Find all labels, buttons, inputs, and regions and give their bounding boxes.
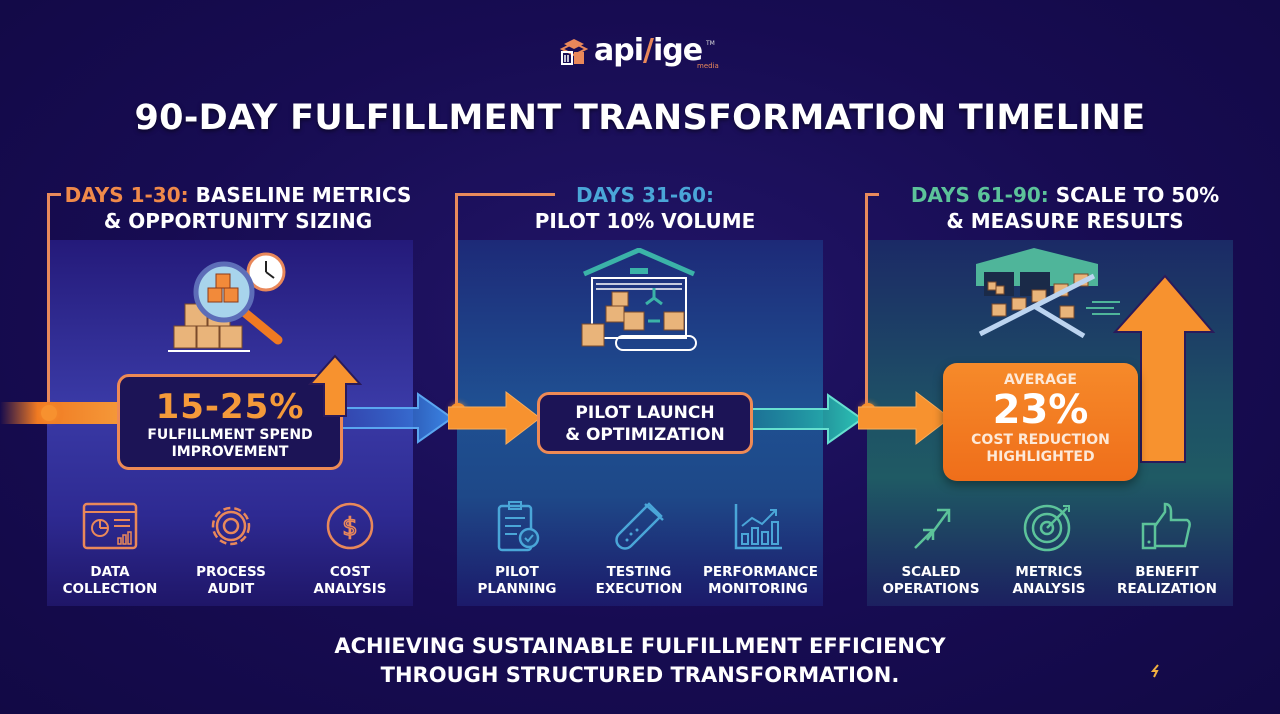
warehouse-scaled-conveyor-icon bbox=[976, 248, 1120, 339]
arrow-right-icon bbox=[448, 390, 541, 446]
callout-value: 15-25% bbox=[155, 387, 305, 427]
dollar-circle-icon: $ bbox=[326, 502, 374, 550]
gear-icon bbox=[211, 506, 251, 546]
target-icon bbox=[1023, 504, 1071, 552]
phase-2-callout: PILOT LAUNCH & OPTIMIZATION bbox=[537, 392, 753, 454]
sparkle-mark-icon bbox=[1151, 664, 1159, 678]
test-tube-icon bbox=[615, 502, 664, 550]
callout-value: 23% bbox=[992, 387, 1089, 433]
timeline-node-1 bbox=[41, 405, 57, 421]
timeline-bar-start bbox=[0, 402, 125, 424]
scale-arrows-icon bbox=[914, 508, 951, 549]
brand-logo: api/ige bbox=[558, 28, 728, 74]
phase-2-bracket bbox=[455, 193, 555, 411]
footer-tagline: ACHIEVING SUSTAINABLE FULFILLMENT EFFICI… bbox=[334, 634, 946, 687]
sub-item-testing-execution: TESTING EXECUTION bbox=[584, 500, 694, 598]
sub-item-performance-monitoring: PERFORMANCE MONITORING bbox=[703, 500, 818, 598]
phase-1-callout: 15-25% FULFILLMENT SPEND IMPROVEMENT bbox=[117, 374, 343, 470]
sub-item-scaled-operations: SCALED OPERATIONS bbox=[876, 500, 986, 598]
arrow-up-icon bbox=[1112, 274, 1215, 463]
sub-item-pilot-planning: PILOT PLANNING bbox=[462, 500, 572, 598]
dashboard-chart-icon bbox=[82, 502, 138, 550]
phase-3-heading: DAYS 61-90: SCALE TO 50% & MEASURE RESUL… bbox=[910, 183, 1220, 233]
thumbs-up-icon bbox=[1141, 502, 1191, 550]
brand-name: api/ige bbox=[594, 33, 703, 68]
arrow-right-icon bbox=[752, 393, 864, 445]
clipboard-check-icon bbox=[497, 501, 540, 552]
phase-1-bracket bbox=[47, 193, 61, 411]
phase-3-callout: AVERAGE 23% COST REDUCTION HIGHLIGHTED bbox=[943, 363, 1138, 481]
warehouse-conveyor-icon bbox=[581, 248, 697, 351]
arrow-right-icon bbox=[340, 392, 454, 444]
page-title: 90-DAY FULFILLMENT TRANSFORMATION TIMELI… bbox=[134, 98, 1146, 138]
sub-item-benefit-realization: BENEFIT REALIZATION bbox=[1112, 500, 1222, 598]
stacked-boxes-logo-icon bbox=[559, 39, 588, 65]
phase-2-heading: DAYS 31-60: PILOT 10% VOLUME bbox=[534, 183, 756, 233]
growth-chart-icon bbox=[734, 504, 782, 550]
sub-item-data-collection: DATA COLLECTION bbox=[55, 500, 165, 598]
sub-item-cost-analysis: $ COST ANALYSIS bbox=[295, 500, 405, 598]
svg-text:$: $ bbox=[342, 513, 357, 541]
sub-item-metrics-analysis: METRICS ANALYSIS bbox=[994, 500, 1104, 598]
magnifier-boxes-clock-icon bbox=[168, 252, 286, 352]
sub-item-process-audit: PROCESS AUDIT bbox=[176, 500, 286, 598]
phase-1-heading: DAYS 1-30: BASELINE METRICS & OPPORTUNIT… bbox=[64, 183, 412, 233]
phase-3-bracket bbox=[865, 193, 879, 411]
arrow-right-icon bbox=[858, 390, 951, 446]
trademark: TM bbox=[706, 40, 715, 47]
brand-sub: media bbox=[697, 62, 719, 70]
arrow-up-icon bbox=[308, 354, 362, 417]
